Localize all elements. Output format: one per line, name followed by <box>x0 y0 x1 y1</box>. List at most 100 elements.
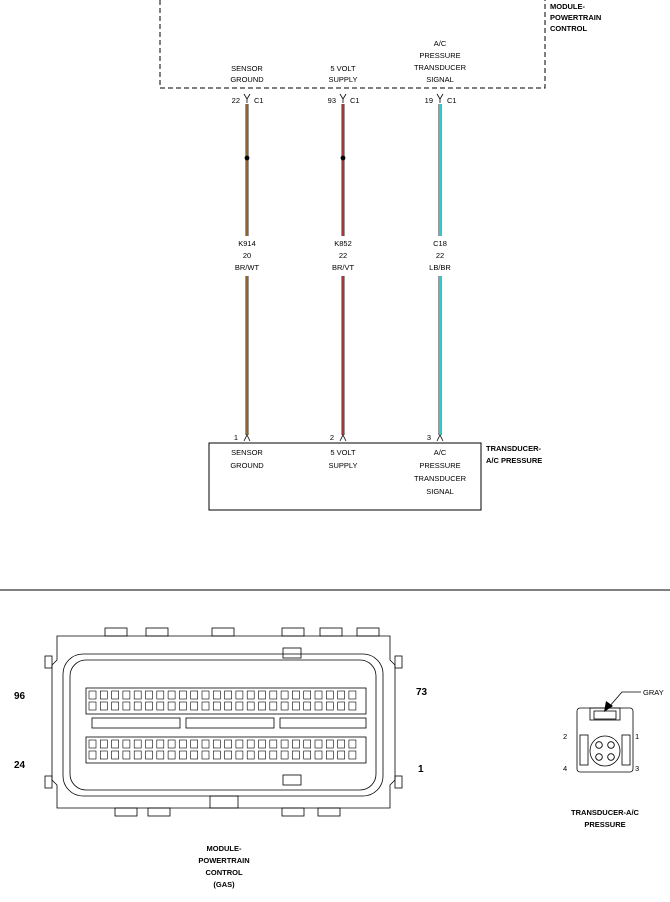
pcm-cavity <box>190 739 198 749</box>
svg-text:SENSOR: SENSOR <box>231 448 263 457</box>
pcm-cavity <box>292 750 300 760</box>
pcm-cavity <box>314 701 323 711</box>
pcm-cavity <box>314 750 323 760</box>
svg-text:A/C: A/C <box>434 448 447 457</box>
wire-label-k914: K914 20 BR/WT <box>235 239 260 272</box>
pcm-cavity <box>235 739 244 749</box>
pcm-cavity <box>133 701 142 711</box>
pcm-cavity <box>179 739 187 749</box>
pcm-cavity <box>292 701 300 711</box>
pcm-cavity <box>145 690 153 700</box>
pcm-cavity <box>224 739 232 749</box>
pcm-pin-number: 22 <box>232 96 240 105</box>
pcm-cavity <box>348 701 357 711</box>
svg-text:SUPPLY: SUPPLY <box>328 75 357 84</box>
pcm-cavity <box>133 739 142 749</box>
pcm-cavity <box>235 701 244 711</box>
pcm-cavity <box>179 750 187 760</box>
pcm-cavity <box>224 750 232 760</box>
pcm-connector-pin-label-top-right: 73 <box>416 687 428 698</box>
splice-dot <box>340 155 346 161</box>
pcm-cavity <box>201 750 210 760</box>
svg-text:K852: K852 <box>334 239 352 248</box>
pcm-cavity <box>246 690 255 700</box>
svg-text:TRANSDUCER: TRANSDUCER <box>414 474 467 483</box>
transducer-connector-color-label: GRAY <box>643 688 664 697</box>
pcm-cavity <box>201 739 210 749</box>
svg-text:SENSOR: SENSOR <box>231 64 263 73</box>
transducer-name-line-2: A/C PRESSURE <box>486 456 542 465</box>
pcm-cavity <box>145 739 153 749</box>
pcm-cavity <box>213 701 221 711</box>
pcm-connector-caption: MODULE- POWERTRAIN CONTROL (GAS) <box>198 844 249 889</box>
pcm-cavity <box>100 701 108 711</box>
pcm-cavity <box>133 750 142 760</box>
transducer-connector-pin-number: 1 <box>635 732 639 741</box>
pcm-cavity <box>235 750 244 760</box>
pcm-cavity <box>292 690 300 700</box>
pcm-cavity <box>337 750 345 760</box>
pcm-cavity <box>325 739 334 749</box>
pcm-cavity <box>100 750 108 760</box>
pcm-cavity <box>235 690 244 700</box>
transducer-pin-label-sensor-ground: SENSOR GROUND <box>230 448 264 470</box>
pcm-cavity <box>303 701 312 711</box>
pcm-cavity <box>292 739 300 749</box>
pcm-connector-pin-label-top-left: 96 <box>14 691 26 702</box>
svg-text:PRESSURE: PRESSURE <box>584 820 625 829</box>
svg-text:22: 22 <box>339 251 347 260</box>
pcm-cavity <box>348 750 357 760</box>
wires <box>244 104 442 435</box>
pcm-cavity <box>100 690 108 700</box>
svg-text:5 VOLT: 5 VOLT <box>330 448 356 457</box>
pcm-pin-number: 19 <box>425 96 433 105</box>
svg-text:TRANSDUCER-A/C: TRANSDUCER-A/C <box>571 808 639 817</box>
pcm-connector-pin-label-bottom-left: 24 <box>14 760 26 771</box>
svg-text:GROUND: GROUND <box>230 461 264 470</box>
transducer-cavity-4 <box>595 753 603 761</box>
transducer-connector-caption: TRANSDUCER-A/C PRESSURE <box>571 808 639 829</box>
svg-text:TRANSDUCER: TRANSDUCER <box>414 63 467 72</box>
transducer-pin-label-5v-supply: 5 VOLT SUPPLY <box>328 448 357 470</box>
pcm-cavity <box>303 739 312 749</box>
pcm-cavity <box>280 690 289 700</box>
pcm-cavity <box>167 701 176 711</box>
pcm-cavity <box>111 739 119 749</box>
pcm-cavity <box>325 701 334 711</box>
transducer-box <box>208 442 482 511</box>
transducer-connector-pins <box>595 741 615 761</box>
svg-text:PRESSURE: PRESSURE <box>419 461 460 470</box>
svg-text:MODULE-: MODULE- <box>207 844 242 853</box>
pcm-cavity <box>111 750 119 760</box>
pcm-cavity <box>167 750 176 760</box>
pcm-connector-pin-label-bottom-right: 1 <box>418 764 424 775</box>
wire-label-c18: C18 22 LB/BR <box>429 239 451 272</box>
transducer-pin-number: 2 <box>330 433 334 442</box>
pcm-cavity <box>156 690 165 700</box>
pcm-cavity <box>246 739 255 749</box>
svg-text:K914: K914 <box>238 239 256 248</box>
transducer-pin-label-ac-signal: A/C PRESSURE TRANSDUCER SIGNAL <box>414 448 467 496</box>
svg-text:C18: C18 <box>433 239 447 248</box>
svg-text:POWERTRAIN: POWERTRAIN <box>198 856 249 865</box>
gray-leader-arrow <box>604 691 641 712</box>
pcm-module-box <box>159 0 546 89</box>
pcm-cavity <box>213 750 221 760</box>
wire-label-k852: K852 22 BR/VT <box>332 239 355 272</box>
pcm-cavity <box>213 739 221 749</box>
pcm-cavity <box>190 750 198 760</box>
pcm-pin-number: 93 <box>328 96 336 105</box>
pcm-cavity <box>156 701 165 711</box>
svg-text:CONTROL: CONTROL <box>205 868 242 877</box>
pcm-cavity <box>111 690 119 700</box>
transducer-connector-pin-number: 3 <box>635 764 639 773</box>
pcm-cavity <box>88 739 97 749</box>
pcm-name-line-3: CONTROL <box>550 24 587 33</box>
pcm-connector-drawing <box>44 627 403 817</box>
pcm-cavity <box>122 701 131 711</box>
pcm-cavity <box>269 750 278 760</box>
pcm-cavity <box>133 690 142 700</box>
transducer-cavity-1 <box>607 741 615 749</box>
pcm-cavity <box>190 701 198 711</box>
